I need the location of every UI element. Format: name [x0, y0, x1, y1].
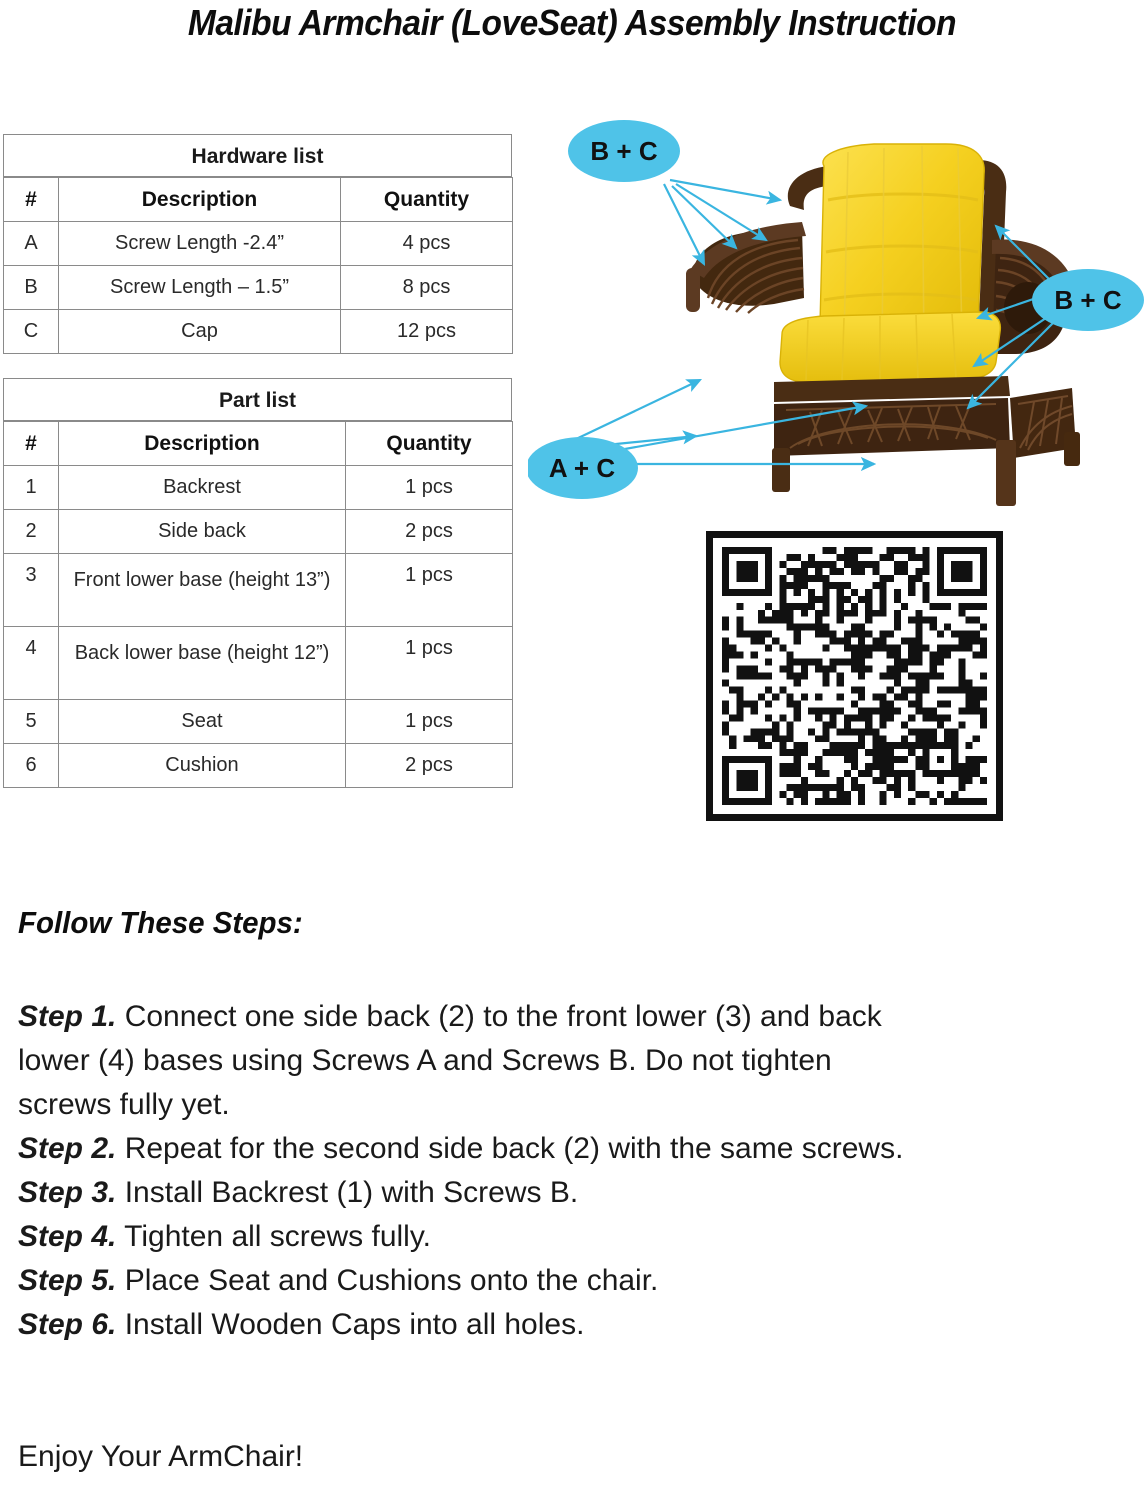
step-item: Step 6. Install Wooden Caps into all hol… — [18, 1303, 918, 1347]
callout-label: B + C — [590, 136, 657, 166]
hardware-list-table: # Description Quantity A Screw Length -2… — [3, 177, 513, 354]
callout-label: B + C — [1054, 285, 1121, 315]
table-row: C Cap 12 pcs — [3, 309, 513, 354]
table-row: A Screw Length -2.4” 4 pcs — [3, 221, 513, 266]
step-item: Step 4. Tighten all screws fully. — [18, 1215, 918, 1259]
table-row: 5 Seat 1 pcs — [3, 699, 513, 744]
steps-list: Step 1. Connect one side back (2) to the… — [18, 995, 918, 1347]
chair-photo — [686, 143, 1080, 506]
step-text: Place Seat and Cushions onto the chair. — [116, 1264, 659, 1297]
cell-description: Cushion — [58, 743, 346, 788]
cell-id: 1 — [3, 465, 59, 510]
cell-id: A — [3, 221, 59, 266]
step-text: Install Backrest (1) with Screws B. — [116, 1176, 579, 1209]
step-label: Step 1. — [18, 1000, 117, 1033]
part-list-title: Part list — [3, 378, 512, 421]
column-header-num: # — [3, 421, 59, 466]
table-row: 4 Back lower base (height 12”) 1 pcs — [3, 626, 513, 700]
hardware-list-title: Hardware list — [3, 134, 512, 177]
cell-description: Screw Length -2.4” — [58, 221, 341, 266]
cell-quantity: 12 pcs — [340, 309, 513, 354]
step-label: Step 4. — [18, 1220, 117, 1253]
closing-message: Enjoy Your ArmChair! — [18, 1440, 304, 1473]
callout-arrows-top-left — [663, 178, 783, 266]
chair-illustration: B + C B + C A + C — [528, 118, 1144, 513]
step-item: Step 1. Connect one side back (2) to the… — [18, 995, 918, 1127]
callout-arrows-bottom-left — [573, 379, 877, 472]
step-item: Step 3. Install Backrest (1) with Screws… — [18, 1171, 918, 1215]
step-text: Connect one side back (2) to the front l… — [18, 1000, 882, 1121]
hardware-list-section: Hardware list # Description Quantity A S… — [3, 134, 513, 354]
cell-description: Cap — [58, 309, 341, 354]
column-header-qty: Quantity — [340, 177, 513, 222]
part-list-section: Part list # Description Quantity 1 Backr… — [3, 378, 513, 788]
column-header-desc: Description — [58, 421, 346, 466]
cell-id: 3 — [3, 553, 59, 627]
cell-description: Seat — [58, 699, 346, 744]
step-text: Repeat for the second side back (2) with… — [116, 1132, 904, 1165]
cell-id: 5 — [3, 699, 59, 744]
step-label: Step 6. — [18, 1308, 117, 1341]
cell-description: Screw Length – 1.5” — [58, 265, 341, 310]
cell-quantity: 8 pcs — [340, 265, 513, 310]
cell-quantity: 1 pcs — [345, 626, 513, 700]
callout-ac-bottom-left: A + C — [528, 437, 638, 499]
table-header-row: # Description Quantity — [3, 421, 513, 466]
step-text: Tighten all screws fully. — [116, 1220, 431, 1253]
cell-id: 2 — [3, 509, 59, 554]
column-header-num: # — [3, 177, 59, 222]
cell-quantity: 1 pcs — [345, 553, 513, 627]
qr-code-quiet-zone — [713, 538, 996, 814]
callout-arrows-right — [966, 224, 1055, 410]
page-title: Malibu Armchair (LoveSeat) Assembly Inst… — [187, 2, 957, 43]
cell-description: Front lower base (height 13”) — [58, 553, 346, 627]
cell-description: Back lower base (height 12”) — [58, 626, 346, 700]
step-label: Step 2. — [18, 1132, 117, 1165]
table-row: B Screw Length – 1.5” 8 pcs — [3, 265, 513, 310]
step-item: Step 5. Place Seat and Cushions onto the… — [18, 1259, 918, 1303]
step-label: Step 3. — [18, 1176, 117, 1209]
part-list-table: # Description Quantity 1 Backrest 1 pcs … — [3, 421, 513, 788]
cell-quantity: 1 pcs — [345, 465, 513, 510]
cell-quantity: 2 pcs — [345, 509, 513, 554]
cell-quantity: 2 pcs — [345, 743, 513, 788]
steps-heading: Follow These Steps: — [18, 905, 303, 940]
qr-code — [706, 531, 1003, 821]
cell-description: Side back — [58, 509, 346, 554]
callout-bc-top-left: B + C — [568, 120, 680, 182]
callout-label: A + C — [549, 453, 615, 483]
table-row: 3 Front lower base (height 13”) 1 pcs — [3, 553, 513, 627]
cell-id: 6 — [3, 743, 59, 788]
cell-id: B — [3, 265, 59, 310]
table-row: 2 Side back 2 pcs — [3, 509, 513, 554]
step-item: Step 2. Repeat for the second side back … — [18, 1127, 918, 1171]
column-header-desc: Description — [58, 177, 341, 222]
cell-description: Backrest — [58, 465, 346, 510]
column-header-qty: Quantity — [345, 421, 513, 466]
cell-id: 4 — [3, 626, 59, 700]
table-row: 6 Cushion 2 pcs — [3, 743, 513, 788]
cell-id: C — [3, 309, 59, 354]
cell-quantity: 1 pcs — [345, 699, 513, 744]
step-text: Install Wooden Caps into all holes. — [116, 1308, 585, 1341]
step-label: Step 5. — [18, 1264, 117, 1297]
callout-bc-right: B + C — [1032, 269, 1144, 331]
table-row: 1 Backrest 1 pcs — [3, 465, 513, 510]
qr-code-matrix — [722, 547, 987, 805]
cell-quantity: 4 pcs — [340, 221, 513, 266]
table-header-row: # Description Quantity — [3, 177, 513, 222]
